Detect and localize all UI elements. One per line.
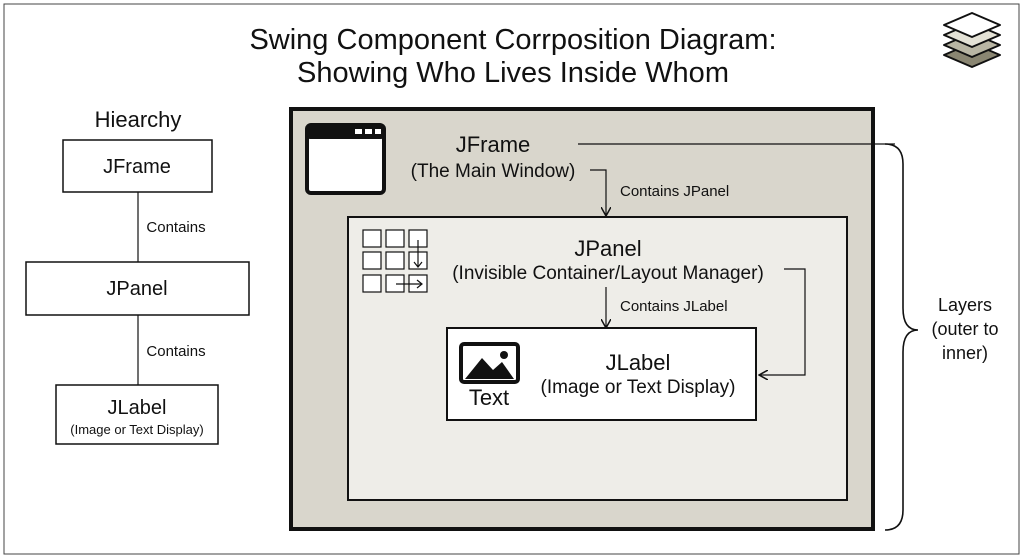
grid-layout-icon	[362, 229, 428, 293]
layers-brace	[884, 143, 919, 531]
layers-label-line3: inner)	[942, 343, 988, 363]
hierarchy-title: Hiearchy	[95, 107, 182, 132]
jpanel-subtitle: (Invisible Container/Layout Manager)	[452, 263, 764, 284]
jpanel-title: JPanel	[574, 236, 641, 261]
layers-stack-icon	[943, 12, 1001, 68]
layers-label-line2: (outer to	[931, 319, 998, 339]
jlabel-subtitle: (Image or Text Display)	[541, 377, 736, 398]
hierarchy-node-jframe: JFrame	[62, 139, 213, 193]
hierarchy-edge-label: Contains	[146, 343, 205, 360]
hierarchy-node-jlabel: JLabel (Image or Text Display)	[55, 384, 219, 445]
contains-jpanel-arrow	[590, 169, 606, 215]
hierarchy-node-jpanel: JPanel	[25, 261, 250, 316]
contains-jpanel-label: Contains JPanel	[620, 183, 729, 200]
hierarchy-node-label: JPanel	[106, 278, 167, 300]
image-icon	[459, 342, 520, 384]
diagram-title-line2: Showing Who Lives Inside Whom	[297, 57, 729, 89]
hierarchy-node-label: JLabel	[108, 397, 167, 419]
hierarchy-node-label: JFrame	[103, 156, 171, 178]
jlabel-title: JLabel	[606, 350, 671, 375]
jlabel-icon-text: Text	[469, 385, 509, 410]
window-icon	[305, 123, 386, 195]
diagram-title-line1: Swing Component Corrposition Diagram:	[249, 24, 776, 56]
jframe-title: JFrame	[456, 132, 531, 157]
layers-label-line1: Layers	[938, 295, 992, 315]
hierarchy-node-sublabel: (Image or Text Display)	[70, 422, 203, 437]
hierarchy-edge-label: Contains	[146, 219, 205, 236]
jpanel-to-jlabel-arrow	[760, 268, 806, 375]
contains-jlabel-label: Contains JLabel	[620, 298, 728, 315]
jframe-subtitle: (The Main Window)	[411, 161, 576, 182]
